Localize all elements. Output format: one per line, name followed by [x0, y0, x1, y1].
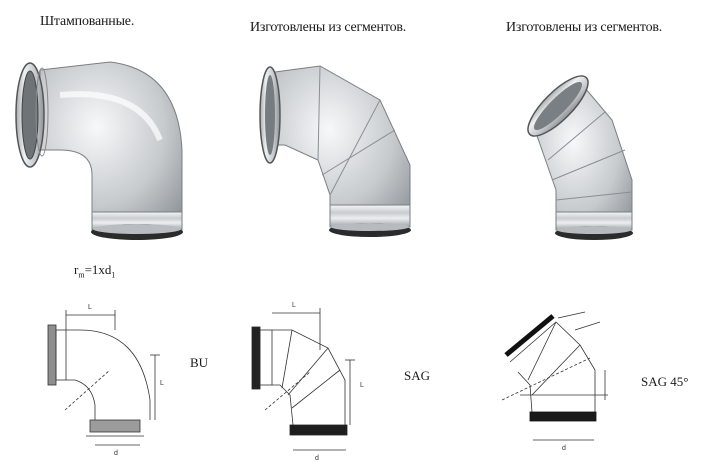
sag-technical-drawing: [251, 308, 355, 451]
code-sag: SAG: [404, 368, 431, 383]
caption-segmented-45: Изготовлены из сегментов.: [506, 20, 663, 35]
code-bu: BU: [190, 355, 209, 370]
segmented-45-elbow-photo: [527, 75, 633, 240]
dim-l-sag: L: [292, 302, 296, 309]
caption-stamped: Штампованные.: [40, 14, 135, 29]
dim-l-bu: L: [88, 304, 92, 311]
bu-technical-drawing: [47, 310, 160, 446]
formula-r-sub: m: [78, 270, 85, 280]
stamped-elbow-photo: [15, 61, 183, 240]
dim-d-sag45: d: [562, 445, 566, 452]
dim-l-sag-side: L: [360, 382, 364, 389]
caption-segmented-90: Изготовлены из сегментов.: [250, 20, 407, 35]
dim-l-bu-side: L: [160, 380, 164, 387]
radius-formula: rm=1xd1: [74, 262, 115, 280]
formula-d-sub: 1: [111, 270, 116, 280]
code-sag45: SAG 45°: [641, 374, 689, 389]
segmented-90-elbow-photo: [259, 65, 411, 237]
dim-d-bu: d: [114, 450, 118, 457]
sag45-technical-drawing: [501, 311, 608, 441]
formula-eq: =1xd: [84, 262, 112, 277]
formula-r: r: [74, 262, 79, 277]
dim-d-sag: d: [315, 455, 319, 462]
